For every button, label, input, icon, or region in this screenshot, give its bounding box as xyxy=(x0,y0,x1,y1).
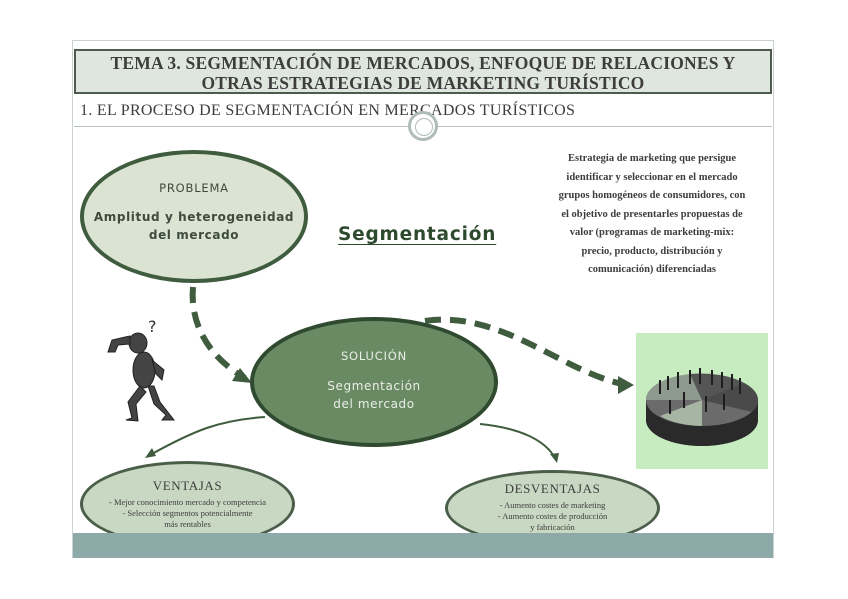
advantages-ellipse: VENTAJAS - Mejor conocimiento mercado y … xyxy=(80,461,295,547)
advantage-item: - Mejor conocimiento mercado y competenc… xyxy=(109,497,266,507)
disadvantage-item: - Aumento costes de producción xyxy=(497,511,608,521)
definition-line: valor (programas de marketing-mix: xyxy=(569,227,735,238)
section-subtitle: 1. EL PROCESO DE SEGMENTACIÓN EN MERCADO… xyxy=(80,102,576,119)
solution-line-2: del mercado xyxy=(333,397,415,411)
advantages-heading: VENTAJAS xyxy=(152,478,223,493)
thinking-person-icon xyxy=(107,332,176,422)
definition-text: Estrategia de marketing que persigue ide… xyxy=(540,150,764,280)
advantage-item: - Selección segmentos potencialmente xyxy=(122,508,253,518)
arrow-to-desventajas xyxy=(479,423,556,459)
problem-line-2: del mercado xyxy=(148,228,240,242)
footer-bar xyxy=(73,533,773,558)
arrowhead-desventajas xyxy=(550,453,559,463)
arrowhead-segments xyxy=(618,376,634,394)
solution-line-1: Segmentación xyxy=(327,379,421,393)
title-line-1: TEMA 3. SEGMENTACIÓN DE MERCADOS, ENFOQU… xyxy=(110,53,736,73)
definition-line: grupos homogéneos de consumidores, con xyxy=(558,190,746,201)
solution-ellipse: SOLUCIÓN Segmentación del mercado xyxy=(250,317,498,447)
circle-ornament-icon xyxy=(408,111,438,141)
definition-line: precio, producto, distribución y xyxy=(581,245,723,257)
slide-title: TEMA 3. SEGMENTACIÓN DE MERCADOS, ENFOQU… xyxy=(74,49,772,94)
definition-line: comunicación) diferenciadas xyxy=(588,264,716,275)
arrowhead-ventajas xyxy=(145,448,156,458)
arrow-problem-to-solution xyxy=(189,286,247,381)
problem-heading: PROBLEMA xyxy=(159,181,229,195)
segmentation-title: Segmentación xyxy=(338,224,497,245)
arrow-to-ventajas xyxy=(149,416,266,456)
solution-heading: SOLUCIÓN xyxy=(340,349,408,363)
definition-line: Estrategia de marketing que persigue xyxy=(568,153,736,164)
segmented-crowd-pie-icon xyxy=(636,333,768,469)
question-mark: ? xyxy=(148,317,157,336)
definition-line: el objetivo de presentarles propuestas d… xyxy=(561,208,743,220)
disadvantages-heading: DESVENTAJAS xyxy=(504,481,601,496)
advantage-item: más rentables xyxy=(164,519,211,529)
arrowhead-solution xyxy=(232,368,252,383)
problem-line-1: Amplitud y heterogeneidad xyxy=(93,210,295,224)
arrow-solution-to-segments xyxy=(424,316,623,387)
disadvantage-item: y fabricación xyxy=(530,522,575,532)
problem-ellipse: PROBLEMA Amplitud y heterogeneidad del m… xyxy=(80,150,308,283)
title-line-2: OTRAS ESTRATEGIAS DE MARKETING TURÍSTICO xyxy=(201,73,645,93)
disadvantage-item: - Aumento costes de marketing xyxy=(499,500,606,510)
definition-line: identificar y seleccionar en el mercado xyxy=(566,171,738,183)
